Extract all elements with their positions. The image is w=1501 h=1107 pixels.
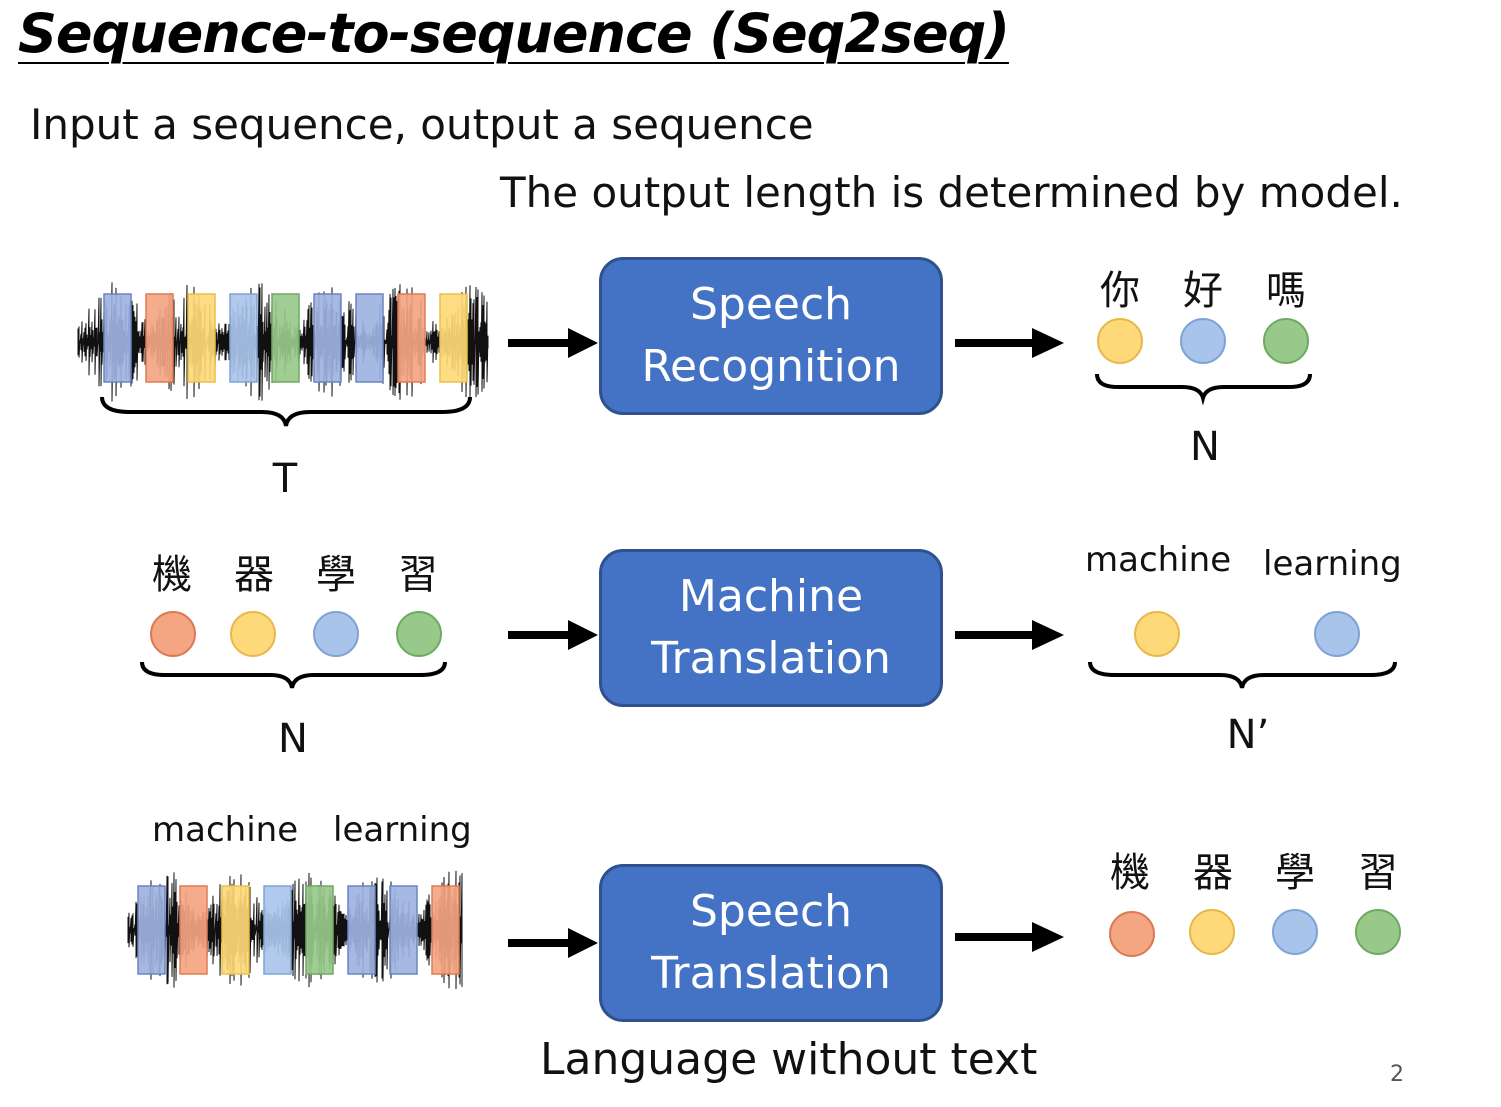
feature-bar-blue	[103, 293, 132, 383]
token-circle-yellow	[1189, 909, 1235, 955]
arrow-input-machine-translation	[508, 620, 598, 650]
feature-bar-blue	[355, 293, 384, 383]
input-length-label-N: N	[278, 716, 308, 762]
feature-bar-blue	[313, 293, 342, 383]
arrow-output-machine-translation	[955, 620, 1064, 650]
feature-bar-lightblue	[229, 293, 258, 383]
feature-bar-orange	[397, 293, 426, 383]
feature-bar-orange	[431, 885, 460, 975]
language-without-text-caption: Language without text	[540, 1034, 1038, 1085]
feature-bar-orange	[145, 293, 174, 383]
feature-bar-green	[271, 293, 300, 383]
token-circle-green	[1263, 318, 1309, 364]
token-circle-orange	[150, 611, 196, 657]
feature-bar-green	[305, 885, 334, 975]
feature-bar-lightblue	[263, 885, 292, 975]
box-line-1: Machine	[678, 571, 864, 622]
brace-output-N-prime	[1088, 661, 1397, 689]
output-word-learning: learning	[1263, 544, 1402, 584]
box-line-1: Speech	[689, 886, 853, 937]
arrow-input-speech-recognition	[508, 328, 598, 358]
output-char: 學	[1275, 850, 1315, 896]
output-word-machine: machine	[1085, 540, 1232, 580]
token-circle-yellow	[1134, 611, 1180, 657]
brace-input-T	[100, 396, 472, 427]
output-length-note: The output length is determined by model…	[500, 168, 1403, 217]
token-circle-orange	[1109, 911, 1155, 957]
slide-subtitle: Input a sequence, output a sequence	[30, 100, 814, 149]
box-line-2: Translation	[651, 633, 891, 684]
input-word-machine: machine	[152, 810, 299, 850]
brace-input-N	[140, 661, 447, 689]
feature-bar-blue	[389, 885, 418, 975]
input-char: 器	[234, 552, 274, 598]
slide-title: Sequence-to-sequence (Seq2seq)	[18, 2, 1010, 65]
feature-bar-yellow	[187, 293, 216, 383]
page-number: 2	[1390, 1062, 1404, 1087]
input-char: 機	[152, 552, 192, 598]
output-char: 嗎	[1266, 268, 1306, 314]
speech-translation-box: Speech Translation	[599, 864, 943, 1022]
feature-bar-yellow	[439, 293, 468, 383]
brace-output-N	[1095, 373, 1312, 406]
feature-bar-orange	[179, 885, 208, 975]
machine-translation-box: Machine Translation	[599, 549, 943, 707]
input-word-learning: learning	[333, 810, 472, 850]
input-char: 習	[398, 552, 438, 598]
output-char: 習	[1358, 850, 1398, 896]
feature-bar-yellow	[221, 885, 250, 975]
feature-bar-blue	[137, 885, 166, 975]
input-char: 學	[316, 552, 356, 598]
token-circle-blue	[1314, 611, 1360, 657]
arrow-input-speech-translation	[508, 928, 598, 958]
token-circle-blue	[1180, 318, 1226, 364]
feature-bars-speech-recognition	[103, 293, 468, 383]
output-length-label-N: N	[1190, 424, 1220, 470]
token-circle-yellow	[230, 611, 276, 657]
feature-bars-speech-translation	[137, 885, 460, 975]
arrow-output-speech-translation	[955, 922, 1064, 952]
input-length-label-T: T	[272, 456, 298, 502]
box-line-2: Translation	[651, 948, 891, 999]
token-circle-green	[1355, 909, 1401, 955]
token-circle-yellow	[1097, 318, 1143, 364]
speech-recognition-box: Speech Recognition	[599, 257, 943, 415]
token-circle-green	[396, 611, 442, 657]
box-line-2: Recognition	[641, 341, 901, 392]
output-char: 機	[1110, 850, 1150, 896]
output-char: 好	[1183, 268, 1223, 314]
token-circle-blue	[313, 611, 359, 657]
feature-bar-blue	[347, 885, 376, 975]
arrow-output-speech-recognition	[955, 328, 1064, 358]
output-char: 器	[1193, 850, 1233, 896]
output-char: 你	[1100, 268, 1140, 314]
token-circle-blue	[1272, 909, 1318, 955]
box-line-1: Speech	[689, 279, 853, 330]
output-length-label-N-prime: N’	[1226, 712, 1270, 758]
